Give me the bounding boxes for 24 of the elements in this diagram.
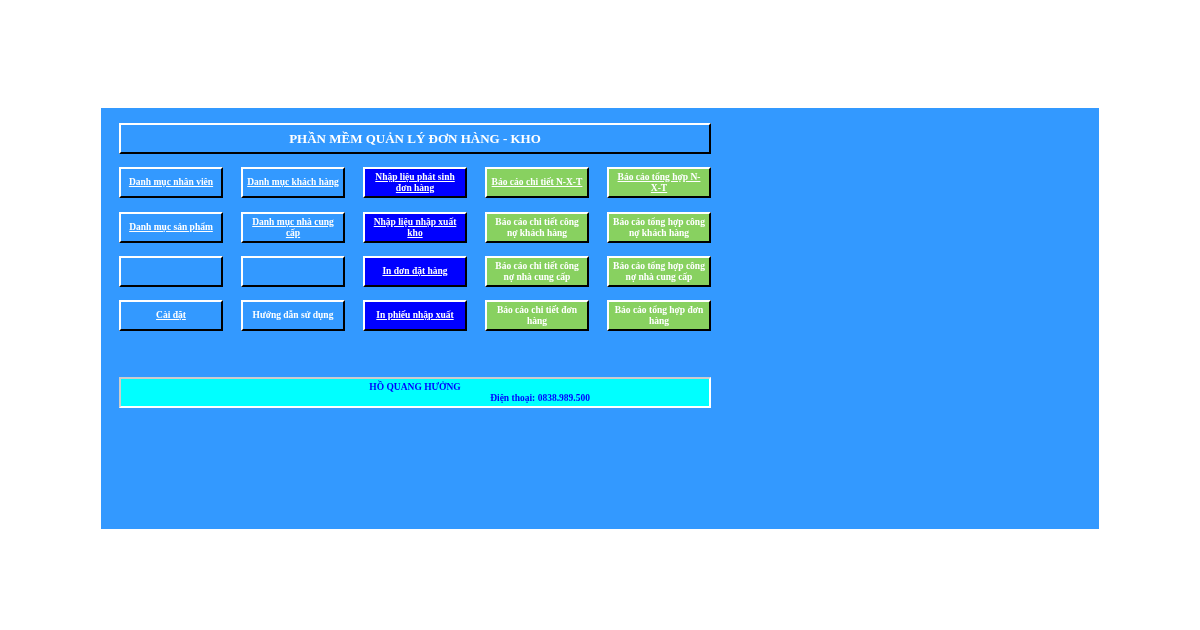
empty-button: [119, 256, 223, 287]
menu-button: Báo cáo chi tiết công nợ khách hàng: [485, 212, 589, 243]
menu-button: Nhập liệu nhập xuất kho: [363, 212, 467, 243]
phone-number: Điện thoại: 0838.989.500: [490, 392, 590, 404]
menu-button: Danh mục nhân viên: [119, 167, 223, 198]
menu-button: Báo cáo tổng hợp N-X-T: [607, 167, 711, 198]
menu-button: Danh mục sản phẩm: [119, 212, 223, 243]
title-banner: PHẦN MỀM QUẢN LÝ ĐƠN HÀNG - KHO: [119, 123, 711, 154]
menu-button: Báo cáo tổng hợp công nợ nhà cung cấp: [607, 256, 711, 287]
menu-button: Danh mục nhà cung cấp: [241, 212, 345, 243]
menu-button: Hướng dẫn sử dụng: [241, 300, 345, 331]
menu-button: Danh mục khách hàng: [241, 167, 345, 198]
menu-button: In đơn đặt hàng: [363, 256, 467, 287]
menu-button: In phiếu nhập xuất: [363, 300, 467, 331]
author-name: HỒ QUANG HƯỞNG: [369, 381, 461, 393]
menu-button: Báo cáo tổng hợp công nợ khách hàng: [607, 212, 711, 243]
menu-button: Báo cáo chi tiết công nợ nhà cung cấp: [485, 256, 589, 287]
menu-button: Báo cáo chi tiết N-X-T: [485, 167, 589, 198]
empty-button: [241, 256, 345, 287]
menu-button: Báo cáo chi tiết đơn hàng: [485, 300, 589, 331]
menu-button: Nhập liệu phát sinh đơn hàng: [363, 167, 467, 198]
menu-button: Cài đặt: [119, 300, 223, 331]
menu-button: Báo cáo tổng hợp đơn hàng: [607, 300, 711, 331]
contact-banner: [119, 377, 711, 408]
